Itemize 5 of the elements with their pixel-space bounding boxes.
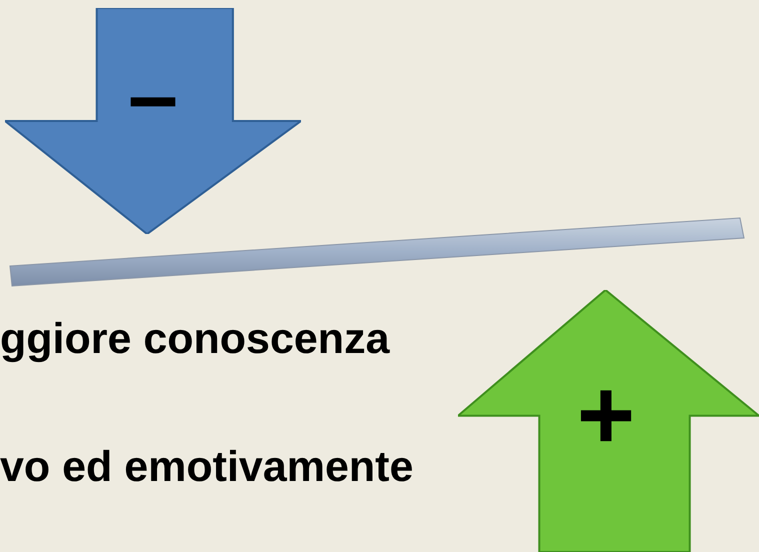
statement-text: vo ed emotivamente bbox=[0, 446, 414, 489]
sign-symbol: – bbox=[128, 51, 178, 141]
sign-symbol: + bbox=[576, 365, 636, 465]
balance-beam bbox=[9, 217, 745, 287]
statement-text: ggiore conoscenza bbox=[0, 318, 390, 361]
